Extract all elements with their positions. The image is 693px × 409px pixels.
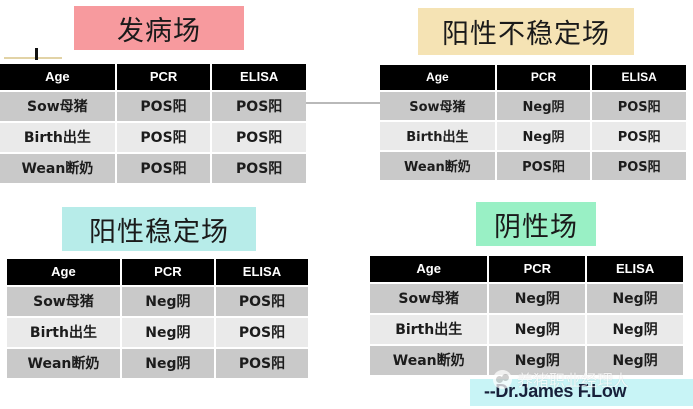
cell-pcr: POS阳: [115, 122, 213, 154]
table-row: Wean断奶 POS阳 POS阳: [0, 153, 306, 183]
table-row: Birth出生 Neg阴 Neg阴: [370, 314, 683, 346]
panel-title-negative: 阴性场: [476, 202, 596, 246]
guide-line: [4, 57, 62, 59]
table-outbreak: Age PCR ELISA Sow母猪 POS阳 POS阳 Birth出生 PO…: [0, 64, 306, 183]
cell-elisa: Neg阴: [586, 283, 683, 315]
column-header-pcr: PCR: [120, 259, 216, 287]
cell-pcr: POS阳: [115, 153, 213, 183]
cell-elisa: POS阳: [214, 286, 308, 318]
cell-age: Birth出生: [7, 317, 122, 349]
column-header-pcr: PCR: [495, 65, 593, 92]
cell-elisa: POS阳: [211, 153, 306, 183]
column-header-elisa: ELISA: [211, 64, 306, 92]
cell-age: Birth出生: [0, 122, 117, 154]
table-row: Sow母猪 Neg阴 POS阳: [380, 91, 686, 122]
cell-pcr: Neg阴: [120, 317, 216, 349]
cell-pcr: Neg阴: [120, 286, 216, 318]
table-row: Sow母猪 Neg阴 POS阳: [7, 286, 308, 318]
table-row: Wean断奶 Neg阴 POS阳: [7, 348, 308, 378]
cell-age: Birth出生: [380, 121, 497, 152]
table-negative: Age PCR ELISA Sow母猪 Neg阴 Neg阴 Birth出生 Ne…: [370, 256, 683, 375]
table-header-row: Age PCR ELISA: [0, 64, 306, 92]
cell-elisa: POS阳: [214, 317, 308, 349]
cell-age: Wean断奶: [7, 348, 122, 378]
cell-elisa: Neg阴: [586, 314, 683, 346]
cell-age: Sow母猪: [0, 91, 117, 123]
column-header-elisa: ELISA: [586, 256, 683, 284]
table-row: Wean断奶 POS阳 POS阳: [380, 151, 686, 180]
cell-elisa: Neg阴: [586, 345, 683, 375]
cell-elisa: POS阳: [591, 121, 686, 152]
cell-pcr: POS阳: [115, 91, 213, 123]
panel-title-unstable: 阳性不稳定场: [418, 8, 634, 55]
cell-age: Wean断奶: [0, 153, 117, 183]
table-row: Birth出生 POS阳 POS阳: [0, 122, 306, 154]
panel-title-outbreak: 发病场: [74, 6, 244, 50]
column-header-age: Age: [0, 64, 117, 92]
table-header-row: Age PCR ELISA: [7, 259, 308, 287]
connector-line: [306, 102, 382, 104]
cell-elisa: POS阳: [591, 91, 686, 122]
table-row: Birth出生 Neg阴 POS阳: [380, 121, 686, 152]
column-header-age: Age: [7, 259, 122, 287]
column-header-age: Age: [380, 65, 497, 92]
cell-pcr: Neg阴: [488, 314, 588, 346]
tick-mark: [35, 48, 38, 60]
table-header-row: Age PCR ELISA: [370, 256, 683, 284]
cell-pcr: Neg阴: [120, 348, 216, 378]
table-row: Sow母猪 Neg阴 Neg阴: [370, 283, 683, 315]
cell-age: Sow母猪: [380, 91, 497, 122]
cell-elisa: POS阳: [211, 122, 306, 154]
cell-pcr: Neg阴: [488, 283, 588, 315]
cell-pcr: POS阳: [495, 151, 593, 180]
column-header-elisa: ELISA: [214, 259, 308, 287]
table-stable: Age PCR ELISA Sow母猪 Neg阴 POS阳 Birth出生 Ne…: [7, 259, 308, 378]
cell-pcr: Neg阴: [495, 91, 593, 122]
cell-age: Sow母猪: [7, 286, 122, 318]
cell-age: Wean断奶: [370, 345, 490, 375]
cell-age: Birth出生: [370, 314, 490, 346]
panel-title-stable: 阳性稳定场: [62, 207, 256, 251]
column-header-age: Age: [370, 256, 490, 284]
cell-age: Sow母猪: [370, 283, 490, 315]
column-header-elisa: ELISA: [591, 65, 686, 92]
cell-elisa: POS阳: [591, 151, 686, 180]
credit-text: --Dr.James F.Low: [484, 381, 627, 401]
cell-pcr: Neg阴: [495, 121, 593, 152]
column-header-pcr: PCR: [488, 256, 588, 284]
table-row: Birth出生 Neg阴 POS阳: [7, 317, 308, 349]
cell-age: Wean断奶: [380, 151, 497, 180]
cell-elisa: POS阳: [211, 91, 306, 123]
cell-elisa: POS阳: [214, 348, 308, 378]
table-row: Sow母猪 POS阳 POS阳: [0, 91, 306, 123]
table-row: Wean断奶 Neg阴 Neg阴: [370, 345, 683, 375]
table-header-row: Age PCR ELISA: [380, 65, 686, 92]
cell-pcr: Neg阴: [488, 345, 588, 375]
column-header-pcr: PCR: [115, 64, 213, 92]
table-unstable: Age PCR ELISA Sow母猪 Neg阴 POS阳 Birth出生 Ne…: [380, 65, 686, 180]
